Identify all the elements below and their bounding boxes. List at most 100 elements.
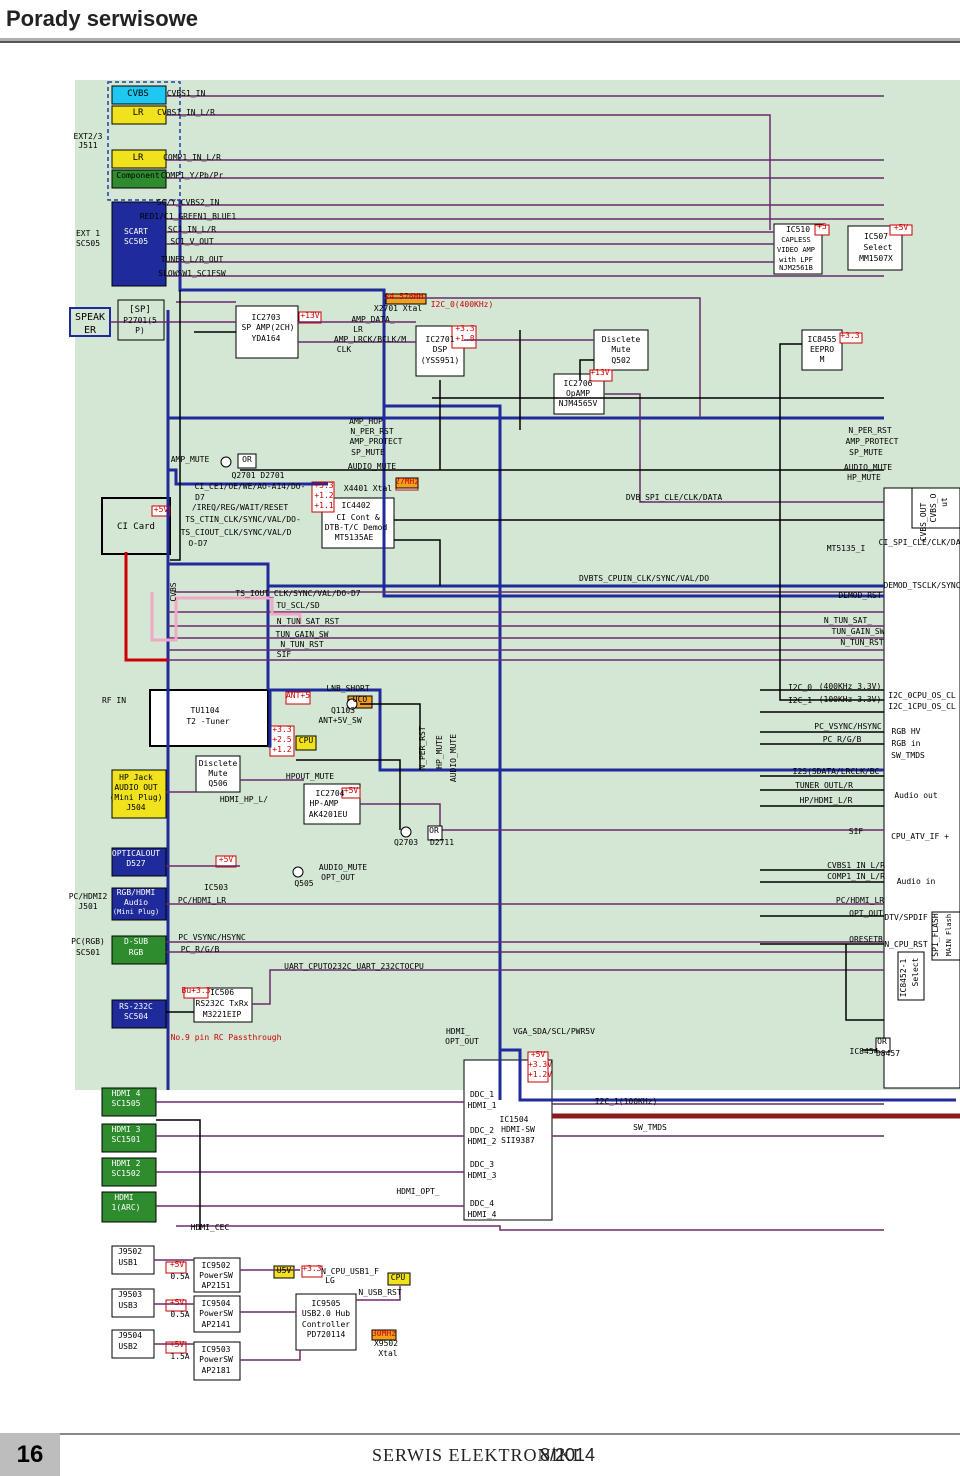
schematic-label: IC9504: [202, 1299, 231, 1308]
schematic-label: IC507: [864, 232, 888, 241]
schematic-label: +1.8: [455, 334, 474, 343]
schematic-label: HDMI_1: [468, 1101, 497, 1110]
schematic-label: RED1/C1_GREEN1_BLUE1: [140, 212, 237, 221]
schematic-label: HP/HDMI_L/R: [800, 796, 853, 805]
schematic-label: +5V: [219, 855, 234, 864]
header-rule: [0, 38, 960, 41]
schematic-label: MT5135_I: [827, 544, 866, 553]
schematic-label: NJM2561B: [779, 264, 813, 272]
schematic-label: IC2701: [426, 335, 455, 344]
schematic-label: USB1: [118, 1258, 137, 1267]
ic9502-box: [193, 1257, 241, 1293]
schematic-label: SC501: [76, 948, 100, 957]
schematic-label: IC4402: [342, 501, 371, 510]
schematic-label: CAPLESS: [781, 236, 811, 244]
schematic-label: N_CPU_RST: [884, 940, 928, 949]
ic-boxes: [149, 223, 960, 1381]
schematic-label: HDMI_CEC: [191, 1223, 230, 1232]
schematic-label: I2C_1(100KHz): [595, 1097, 658, 1106]
discrete-mute-q502-box: [593, 329, 649, 371]
ic9503-box: [193, 1341, 241, 1381]
schematic-label: ER: [84, 325, 97, 336]
schematic-label: N_TUN_SAT_RST: [277, 617, 340, 626]
schematic-label: USB2.0 Hub: [302, 1309, 350, 1318]
schematic-label: OPT_OUT: [321, 873, 355, 882]
schematic-label: J9504: [118, 1331, 142, 1340]
schematic-label: AUDIO OUT: [114, 783, 158, 792]
sp-box: [117, 299, 165, 341]
schematic-label: 1(ARC): [112, 1203, 141, 1212]
schematic-label: Mute: [208, 769, 227, 778]
issue-date: 8/2014: [540, 1445, 596, 1465]
schematic-label: Audio in: [897, 877, 936, 886]
schematic-label: HDMI_3: [468, 1171, 497, 1180]
schematic-label: EEPRO: [810, 345, 834, 354]
schematic-label: CPU: [299, 736, 314, 745]
pink-lines: [150, 592, 302, 642]
hdmi2-box: [101, 1157, 157, 1187]
schematic-label: +3.3: [314, 481, 333, 490]
schematic-label: IC9503: [202, 1345, 231, 1354]
connector-boxes: [69, 85, 171, 1359]
schematic-label: VGA_SDA/SCL/PWR5V: [513, 1027, 595, 1036]
schematic-label: +5V: [894, 223, 909, 232]
schematic-label: CPU_ATV_IF +: [891, 832, 949, 841]
schematic-label: PC_VSYNC/HSYNC: [814, 722, 882, 731]
schematic-label: +5V: [170, 1260, 185, 1269]
schematic-label: SP_MUTE: [849, 448, 883, 457]
schematic-label: IC8454: [850, 1047, 879, 1056]
schematic-label: N_PER_RST: [848, 426, 892, 435]
schematic-label: I2S(SDATA/LRCLK/BC: [793, 767, 880, 776]
schematic-label: X2701 Xtal: [374, 304, 422, 313]
footer-rule: [60, 1433, 960, 1435]
schematic-label: SII9387: [501, 1136, 535, 1145]
or-gate-d8457: [875, 1037, 891, 1053]
ic1504-box: [463, 1059, 553, 1221]
schematic-label: CLK: [337, 345, 352, 354]
schematic-label: X9502: [374, 1339, 398, 1348]
schematic-label: AMP_DATA_: [351, 315, 395, 324]
schematic-label: O-D7: [188, 539, 207, 548]
schematic-label: SC1_V_OUT: [170, 237, 214, 246]
schematic-label: UART_CPUTO232C_UART_232CTOCPU: [284, 962, 424, 971]
schematic-label: IC2703: [252, 313, 281, 322]
schematic-label: HDMI-SW: [501, 1125, 535, 1134]
schematic-label: (100KHz 3.3V): [819, 695, 882, 704]
ic9504-box: [193, 1295, 241, 1333]
schematic-label: AMP_MUTE: [171, 455, 210, 464]
schematic-label: +1.2V: [528, 1070, 552, 1079]
schematic-label: +1.2: [272, 745, 291, 754]
schematic-label: J511: [78, 141, 97, 150]
schematic-label: IC503: [204, 883, 228, 892]
schematic-label: PowerSW: [199, 1355, 233, 1364]
schematic-label: SW_TMDS: [633, 1123, 667, 1132]
schematic-diagram: CVBSLRCVBS1_INCVBS1_IN_L/REXT2/3J511LRCo…: [69, 80, 960, 1390]
schematic-label: CI_SPI_CLE/CLK/DAT: [879, 538, 960, 547]
schematic-vertical-label: CVBS_O: [929, 493, 938, 522]
schematic-label: Q2701 D2701: [232, 471, 285, 480]
schematic-label: D527: [126, 859, 145, 868]
schematic-label: USB2: [118, 1342, 137, 1351]
schematic-label: COMP1_Y/Pb/Pr: [161, 171, 224, 180]
schematic-label: +5V: [154, 505, 169, 514]
schematic-label: DVBTS_CPUIN_CLK/SYNC/VAL/DO: [579, 574, 709, 583]
black-lines: [156, 290, 884, 1230]
schematic-label: I2C_1CPU_OS_CL: [888, 702, 956, 711]
schematic-label: IC8455: [808, 335, 837, 344]
schematic-label: HDMI_OPT_: [396, 1187, 440, 1196]
schematic-label: OR: [242, 455, 252, 464]
header-rule-dark: [0, 41, 960, 43]
page-header: Porady serwisowe: [0, 0, 960, 43]
schematic-label: TU_SCL/SD: [276, 601, 320, 610]
schematic-label: RGB/HDMI: [117, 888, 156, 897]
schematic-label: N_TUN_RST: [280, 640, 324, 649]
schematic-label: OpAMP: [566, 389, 590, 398]
schematic-label: HDMI_4: [468, 1210, 497, 1219]
schematic-label: LR: [353, 325, 363, 334]
schematic-label: OPT_OUT: [849, 909, 883, 918]
schematic-label: TS_CTIN_CLK/SYNC/VAL/DO-: [185, 515, 301, 524]
schematic-label: TS_CIOUT_CLK/SYNC/VAL/D: [181, 528, 292, 537]
schematic-label: I2C_0CPU_OS_CL: [888, 691, 956, 700]
schematic-label: IC9502: [202, 1261, 231, 1270]
schematic-label: Xtal: [378, 1349, 397, 1358]
